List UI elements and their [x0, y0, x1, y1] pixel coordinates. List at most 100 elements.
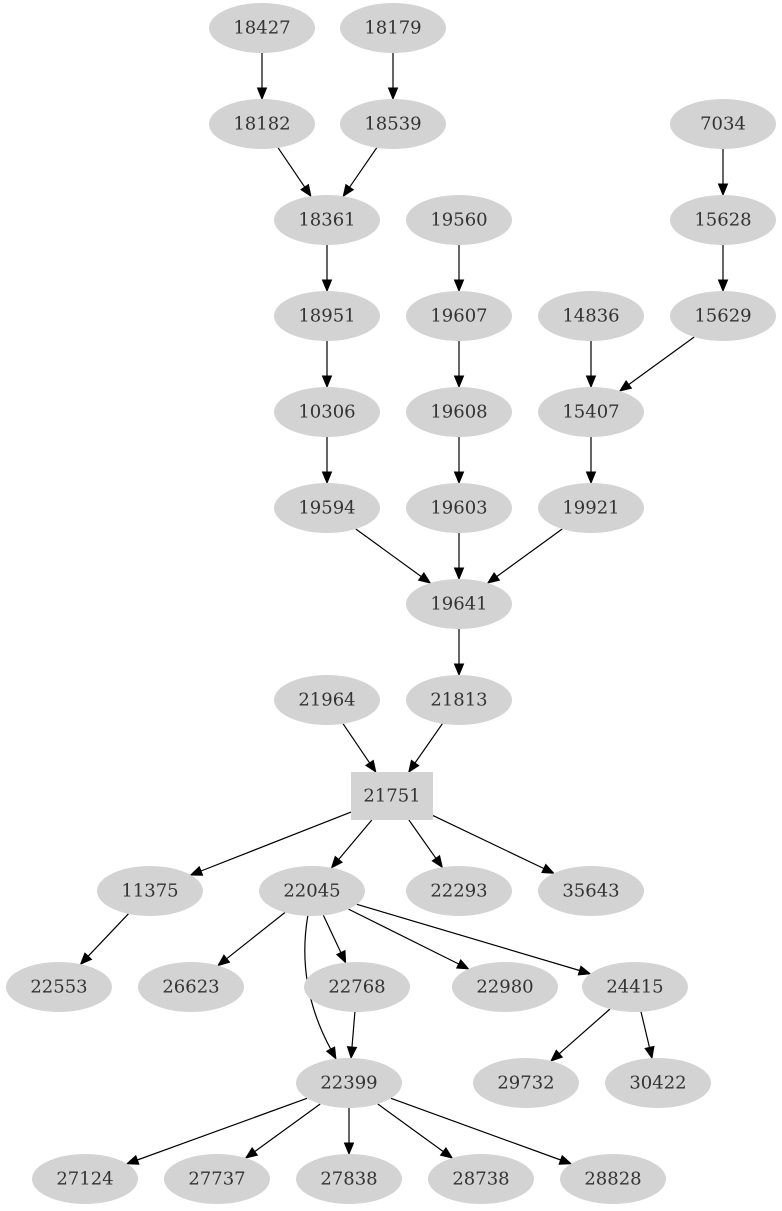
- edge-line: [200, 811, 352, 872]
- node-label: 18539: [364, 114, 421, 135]
- node-ellipse-highlighted: [138, 962, 244, 1012]
- edge-19608-to-19603: [453, 437, 465, 485]
- node-22045: 22045: [259, 866, 365, 916]
- edge-22399-to-27124: [125, 1097, 308, 1165]
- node-label: 22045: [283, 881, 340, 902]
- node-ellipse: [6, 962, 112, 1012]
- node-19560: 19560: [406, 195, 512, 245]
- node-18361: 18361: [274, 195, 380, 245]
- node-ellipse: [340, 3, 446, 53]
- node-19608: 19608: [406, 387, 512, 437]
- node-label: 10306: [298, 402, 355, 423]
- edge-21751-to-11375: [189, 811, 352, 876]
- arrowhead: [453, 471, 465, 485]
- node-ellipse: [582, 962, 688, 1012]
- node-label: 18179: [364, 18, 421, 39]
- arrowhead: [321, 375, 333, 389]
- node-label: 22399: [320, 1073, 377, 1094]
- node-label: 27124: [56, 1169, 113, 1190]
- edge-19560-to-19607: [453, 245, 465, 293]
- node-label: 14836: [562, 306, 619, 327]
- node-ellipse: [452, 962, 558, 1012]
- node-29732: 29732: [473, 1058, 579, 1108]
- node-ellipse: [428, 1154, 534, 1204]
- node-ellipse: [538, 483, 644, 533]
- node-ellipse: [406, 675, 512, 725]
- edge-15629-to-15407: [618, 336, 695, 392]
- arrowhead: [342, 183, 355, 198]
- edge-15628-to-15629: [717, 245, 729, 293]
- arrowhead: [79, 952, 93, 966]
- node-ellipse: [274, 195, 380, 245]
- node-label: 7034: [700, 114, 746, 135]
- node-label: 15629: [694, 306, 751, 327]
- node-label: 22768: [328, 977, 385, 998]
- edge-21751-to-35643: [432, 815, 555, 874]
- edge-19607-to-19608: [453, 341, 465, 389]
- edge-21964-to-21751: [342, 723, 377, 774]
- node-label: 29732: [497, 1073, 554, 1094]
- arrowhead: [439, 1147, 454, 1159]
- edge-line: [254, 1103, 321, 1153]
- node-ellipse: [209, 3, 315, 53]
- node-ellipse: [97, 866, 203, 916]
- node-label: 22980: [476, 977, 533, 998]
- arrowhead: [431, 854, 444, 869]
- node-21964: 21964: [274, 675, 380, 725]
- node-26623: 26623: [138, 962, 244, 1012]
- node-ellipse: [340, 99, 446, 149]
- arrowhead: [189, 865, 204, 876]
- node-15628: 15628: [670, 195, 776, 245]
- arrowhead: [408, 759, 420, 774]
- edge-24415-to-30422: [640, 1011, 655, 1060]
- edge-21751-to-22293: [408, 819, 444, 869]
- arrowhead: [585, 471, 597, 485]
- node-18182: 18182: [209, 99, 315, 149]
- edge-line: [349, 147, 378, 188]
- arrowhead: [321, 279, 333, 293]
- edge-19594-to-19641: [355, 528, 432, 584]
- edge-line: [277, 147, 306, 188]
- edge-21813-to-21751: [408, 723, 443, 774]
- node-ellipse: [406, 195, 512, 245]
- node-10306: 10306: [274, 387, 380, 437]
- arrowhead: [453, 375, 465, 389]
- node-label: 28738: [452, 1169, 509, 1190]
- node-ellipse: [296, 1154, 402, 1204]
- node-label: 19921: [562, 498, 619, 519]
- edge-14836-to-15407: [585, 341, 597, 389]
- node-label: 11375: [121, 881, 178, 902]
- node-24415: 24415: [582, 962, 688, 1012]
- edge-22045-to-22768: [322, 915, 347, 964]
- node-35643: 35643: [538, 866, 644, 916]
- arrowhead: [330, 855, 343, 869]
- node-label: 26623: [162, 977, 219, 998]
- node-21813: 21813: [406, 675, 512, 725]
- node-28828: 28828: [560, 1154, 666, 1204]
- node-label: 24415: [606, 977, 663, 998]
- node-22980: 22980: [452, 962, 558, 1012]
- node-box: [351, 772, 433, 820]
- arrowhead: [717, 279, 729, 293]
- edges-layer: [79, 53, 729, 1165]
- arrowhead: [387, 87, 399, 101]
- edge-10306-to-19594: [321, 437, 333, 485]
- edge-18427-to-18182: [256, 53, 268, 101]
- arrowhead: [541, 863, 555, 874]
- arrowhead: [300, 183, 312, 198]
- node-19603: 19603: [406, 483, 512, 533]
- node-ellipse: [209, 99, 315, 149]
- edge-line: [558, 1008, 611, 1055]
- node-19594: 19594: [274, 483, 380, 533]
- edge-21751-to-22045: [330, 819, 373, 869]
- edge-22399-to-28828: [390, 1097, 573, 1165]
- node-ellipse: [406, 291, 512, 341]
- node-label: 21964: [298, 690, 355, 711]
- edge-line: [348, 908, 459, 965]
- edge-line: [628, 336, 695, 386]
- arrowhead: [558, 1154, 573, 1165]
- node-ellipse: [259, 866, 365, 916]
- node-7034: 7034: [670, 99, 776, 149]
- edge-18951-to-10306: [321, 341, 333, 389]
- arrowhead: [550, 1049, 564, 1062]
